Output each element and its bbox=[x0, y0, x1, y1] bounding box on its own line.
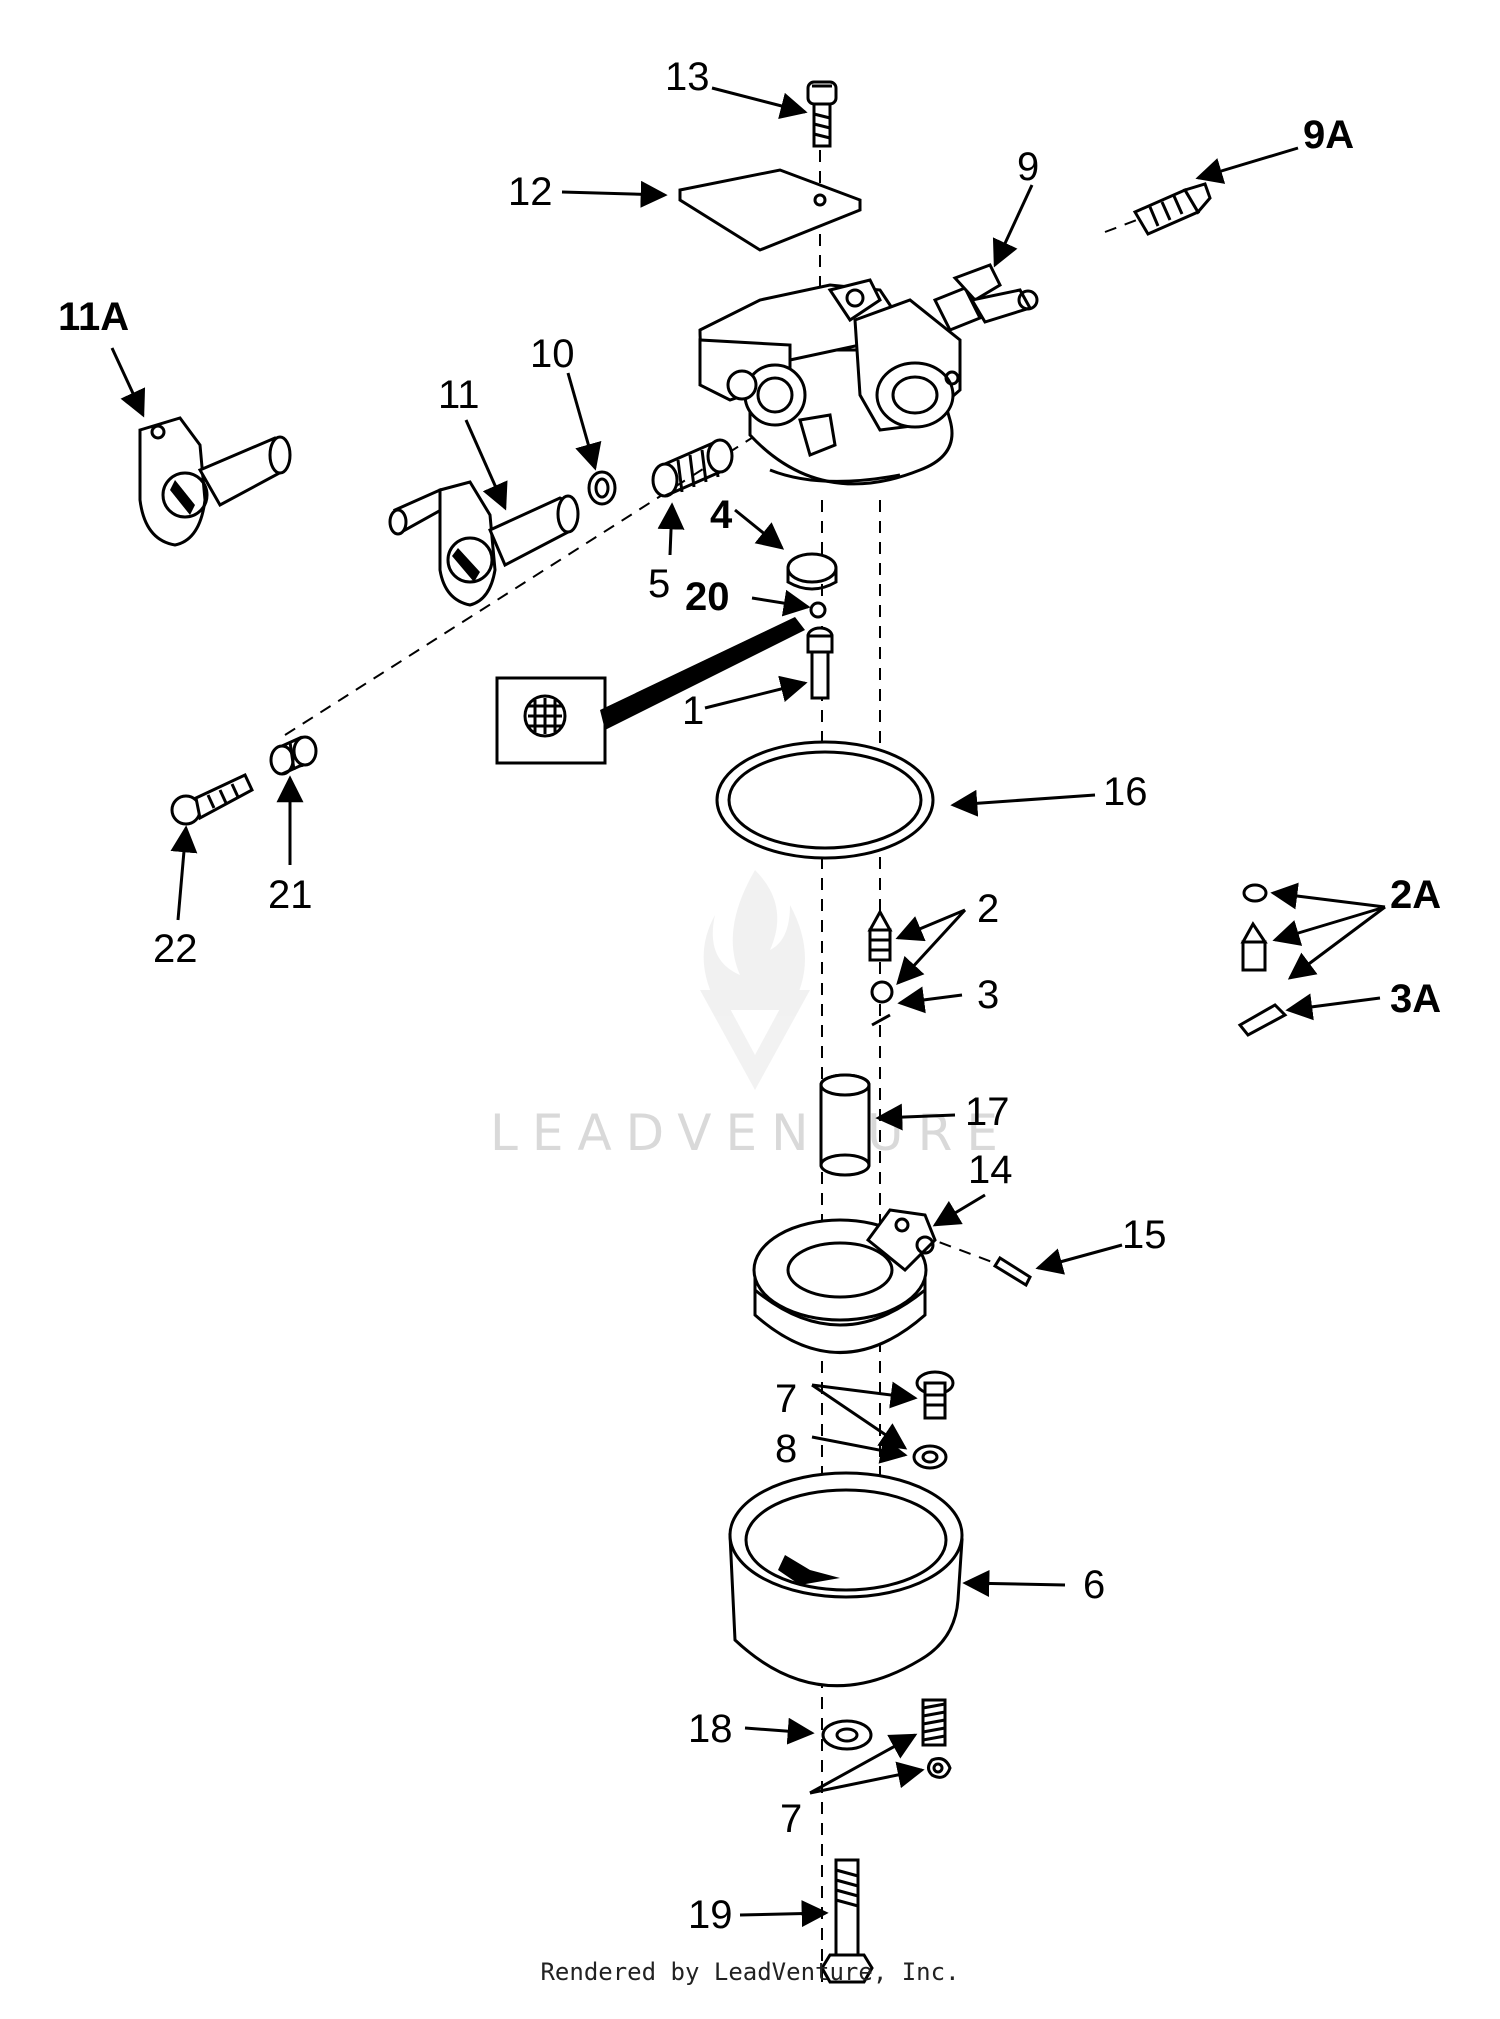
label-9: 9 bbox=[1017, 145, 1039, 189]
bolt-19-icon bbox=[820, 1858, 874, 1984]
label-2: 2 bbox=[977, 887, 999, 931]
footer-credit: Rendered by LeadVenture, Inc. bbox=[540, 1958, 960, 1986]
plate-12-icon bbox=[678, 168, 862, 252]
label-7-bottom: 7 bbox=[780, 1797, 802, 1841]
label-19: 19 bbox=[688, 1893, 733, 1937]
needle-2-icon bbox=[867, 908, 893, 962]
washer-18-icon bbox=[821, 1719, 873, 1751]
label-20: 20 bbox=[685, 575, 730, 619]
label-13: 13 bbox=[665, 55, 710, 99]
tube-17-icon bbox=[819, 1073, 871, 1177]
screen-inset-icon bbox=[495, 617, 805, 765]
label-17: 17 bbox=[965, 1090, 1010, 1134]
spring-7-bottom-icon bbox=[921, 1698, 947, 1747]
washer-10-icon bbox=[587, 470, 617, 506]
seat-3-icon bbox=[870, 980, 894, 1027]
plug-4-icon bbox=[786, 552, 838, 591]
throttle-axis bbox=[284, 419, 781, 736]
screw-7-top-icon bbox=[915, 1370, 955, 1420]
watermark-logo bbox=[700, 870, 810, 1090]
clip-3A-icon bbox=[1237, 1003, 1288, 1037]
fitting-axis bbox=[1104, 214, 1151, 233]
label-7-top: 7 bbox=[775, 1377, 797, 1421]
screw-13-icon bbox=[806, 80, 838, 148]
label-22: 22 bbox=[153, 927, 198, 971]
screen-20-icon bbox=[809, 601, 827, 619]
spring-5-icon bbox=[651, 438, 734, 498]
label-4: 4 bbox=[710, 493, 733, 537]
throttle-lever-11A-icon bbox=[138, 416, 292, 547]
watermark-text: LEADVENTURE bbox=[490, 1104, 1012, 1162]
label-3: 3 bbox=[977, 973, 999, 1017]
carburetor-body-icon bbox=[698, 278, 962, 486]
label-11: 11 bbox=[438, 373, 480, 417]
label-21: 21 bbox=[268, 873, 313, 917]
label-2A: 2A bbox=[1390, 873, 1441, 917]
nozzle-1-icon bbox=[806, 626, 834, 700]
pin-15-icon bbox=[992, 1255, 1032, 1288]
hinge-14-icon bbox=[865, 1208, 937, 1273]
pin-axis bbox=[919, 1234, 1001, 1266]
label-9A: 9A bbox=[1303, 113, 1354, 157]
washer-8-icon bbox=[912, 1444, 948, 1470]
label-8: 8 bbox=[775, 1427, 797, 1471]
label-1: 1 bbox=[682, 689, 704, 733]
label-5: 5 bbox=[648, 562, 670, 606]
label-15: 15 bbox=[1122, 1213, 1167, 1257]
bowl-6-icon bbox=[728, 1471, 964, 1688]
label-18: 18 bbox=[688, 1707, 733, 1751]
label-11A: 11A bbox=[58, 295, 129, 339]
gasket-16-icon bbox=[715, 740, 935, 860]
fitting-9A-icon bbox=[1132, 182, 1212, 236]
clip-7-bottom-icon bbox=[927, 1757, 952, 1779]
elbow-fitting-9-icon bbox=[932, 263, 1039, 332]
float-icon bbox=[752, 1218, 928, 1354]
spring-21-icon bbox=[269, 735, 318, 776]
label-3A: 3A bbox=[1390, 977, 1441, 1021]
label-6: 6 bbox=[1083, 1563, 1105, 1607]
screw-22-icon bbox=[170, 773, 254, 826]
label-10: 10 bbox=[530, 332, 575, 376]
throttle-lever-11-icon bbox=[388, 480, 580, 607]
needle-2A-icon bbox=[1240, 883, 1268, 972]
leader-arrows bbox=[110, 86, 1386, 1928]
label-16: 16 bbox=[1103, 770, 1148, 814]
label-14: 14 bbox=[968, 1148, 1013, 1192]
label-12: 12 bbox=[508, 170, 553, 214]
